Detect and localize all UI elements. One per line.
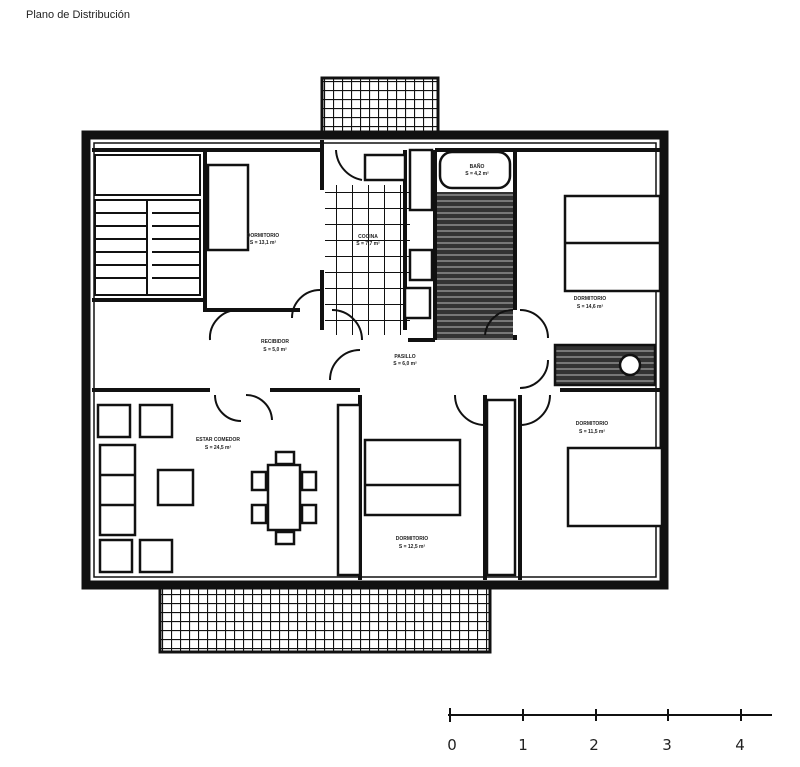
bed bbox=[206, 163, 250, 252]
scale-tick-label: 4 bbox=[735, 736, 745, 754]
room-name: DORMITORIO bbox=[574, 296, 607, 302]
wardrobe bbox=[485, 398, 517, 577]
room-name: DORMITORIO bbox=[576, 421, 609, 427]
kitchen-floor bbox=[325, 185, 410, 335]
room-area: S = 13,1 m² bbox=[250, 240, 277, 246]
scale-tick-label: 1 bbox=[518, 736, 528, 754]
sink bbox=[363, 153, 407, 182]
room-name: ESTAR COMEDOR bbox=[196, 437, 240, 443]
bathroom-floor bbox=[437, 192, 513, 340]
scale-tick-label: 2 bbox=[589, 736, 599, 754]
furniture bbox=[96, 148, 664, 577]
room-name: DORMITORIO bbox=[396, 536, 429, 542]
room-area: S = 6,0 m² bbox=[393, 361, 417, 367]
counter bbox=[408, 148, 434, 212]
balcony bbox=[158, 586, 492, 654]
scale-tick-label: 3 bbox=[662, 736, 672, 754]
outer-walls bbox=[81, 130, 669, 590]
room-name: BAÑO bbox=[470, 163, 485, 170]
armchair bbox=[138, 538, 174, 574]
scale-bar bbox=[448, 708, 772, 722]
door-swings bbox=[208, 149, 551, 426]
room-area: S = 24,5 m² bbox=[205, 445, 232, 451]
room-area: S = 12,5 m² bbox=[399, 544, 426, 550]
room-name: PASILLO bbox=[394, 354, 415, 360]
scale-tick-label: 0 bbox=[447, 736, 457, 754]
room-area: S = 7,7 m² bbox=[356, 241, 380, 247]
stairs bbox=[94, 154, 201, 296]
wardrobe bbox=[336, 403, 362, 577]
plan-title: Plano de Distribución bbox=[26, 9, 130, 21]
coffee-table bbox=[156, 468, 195, 507]
armchair bbox=[96, 403, 132, 439]
armchair bbox=[98, 538, 134, 574]
room-area: S = 11,5 m² bbox=[579, 429, 605, 435]
room-area: S = 14,6 m² bbox=[577, 304, 604, 310]
room-name: COCINA bbox=[358, 234, 378, 240]
armchair bbox=[138, 403, 174, 439]
dining-table bbox=[266, 463, 302, 532]
service-shaft bbox=[320, 76, 440, 138]
bed bbox=[363, 438, 462, 517]
room-area: S = 4,2 m² bbox=[465, 171, 489, 177]
room-name: RECIBIDOR bbox=[261, 339, 289, 345]
room-name: DORMITORIO bbox=[247, 233, 280, 239]
room-labels: DORMITORIO S = 13,1 m² COCINA S = 7,7 m²… bbox=[196, 163, 608, 550]
sofa bbox=[98, 443, 137, 537]
bathtub bbox=[438, 150, 512, 190]
room-area: S = 5,0 m² bbox=[263, 347, 287, 353]
bed bbox=[566, 446, 664, 528]
